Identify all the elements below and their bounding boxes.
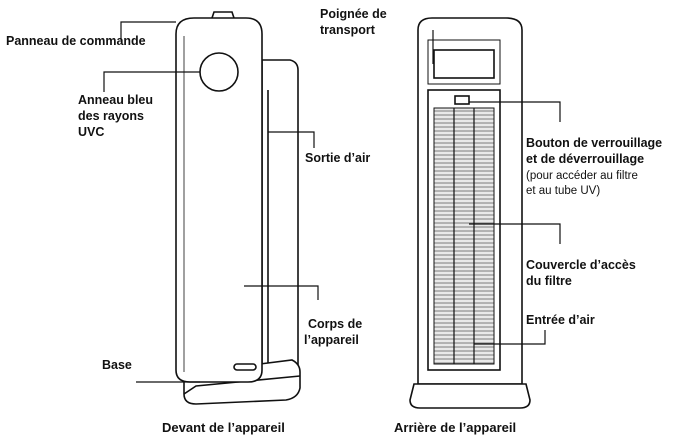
body-label-1: Corps de <box>308 317 363 331</box>
handle-label-2: transport <box>320 23 375 37</box>
air-inlet-label: Entrée d’air <box>526 313 595 327</box>
uvc-ring-label-3: UVC <box>78 125 105 139</box>
lock-button-note-1: (pour accéder au filtre <box>526 170 638 182</box>
lock-button-note-2: et au tube UV) <box>526 185 601 197</box>
body-label-2: l’appareil <box>304 333 359 347</box>
filter-cover-label-2: du filtre <box>526 274 572 288</box>
lock-button <box>454 95 470 105</box>
front-caption: Devant de l’appareil <box>162 420 285 435</box>
control-panel-label: Panneau de commande <box>6 34 146 48</box>
air-outlet-label: Sortie d’air <box>305 151 371 165</box>
carry-handle <box>433 49 495 79</box>
front-body <box>175 17 263 383</box>
filter-cover-label-1: Couvercle d’accès <box>526 258 636 272</box>
back-base <box>409 383 531 409</box>
back-caption: Arrière de l’appareil <box>394 420 517 435</box>
lock-button-label-1: Bouton de verrouillage <box>526 136 663 150</box>
front-device <box>175 11 301 405</box>
handle-label-1: Poignée de <box>320 7 387 21</box>
uvc-ring-label-1: Anneau bleu <box>78 93 154 107</box>
uvc-ring <box>199 52 239 92</box>
leader-lines <box>103 21 561 383</box>
base-label: Base <box>102 358 132 372</box>
uvc-ring-label-2: des rayons <box>78 109 145 123</box>
back-device <box>409 17 531 409</box>
lock-button-label-2: et de déverrouillage <box>526 152 645 166</box>
